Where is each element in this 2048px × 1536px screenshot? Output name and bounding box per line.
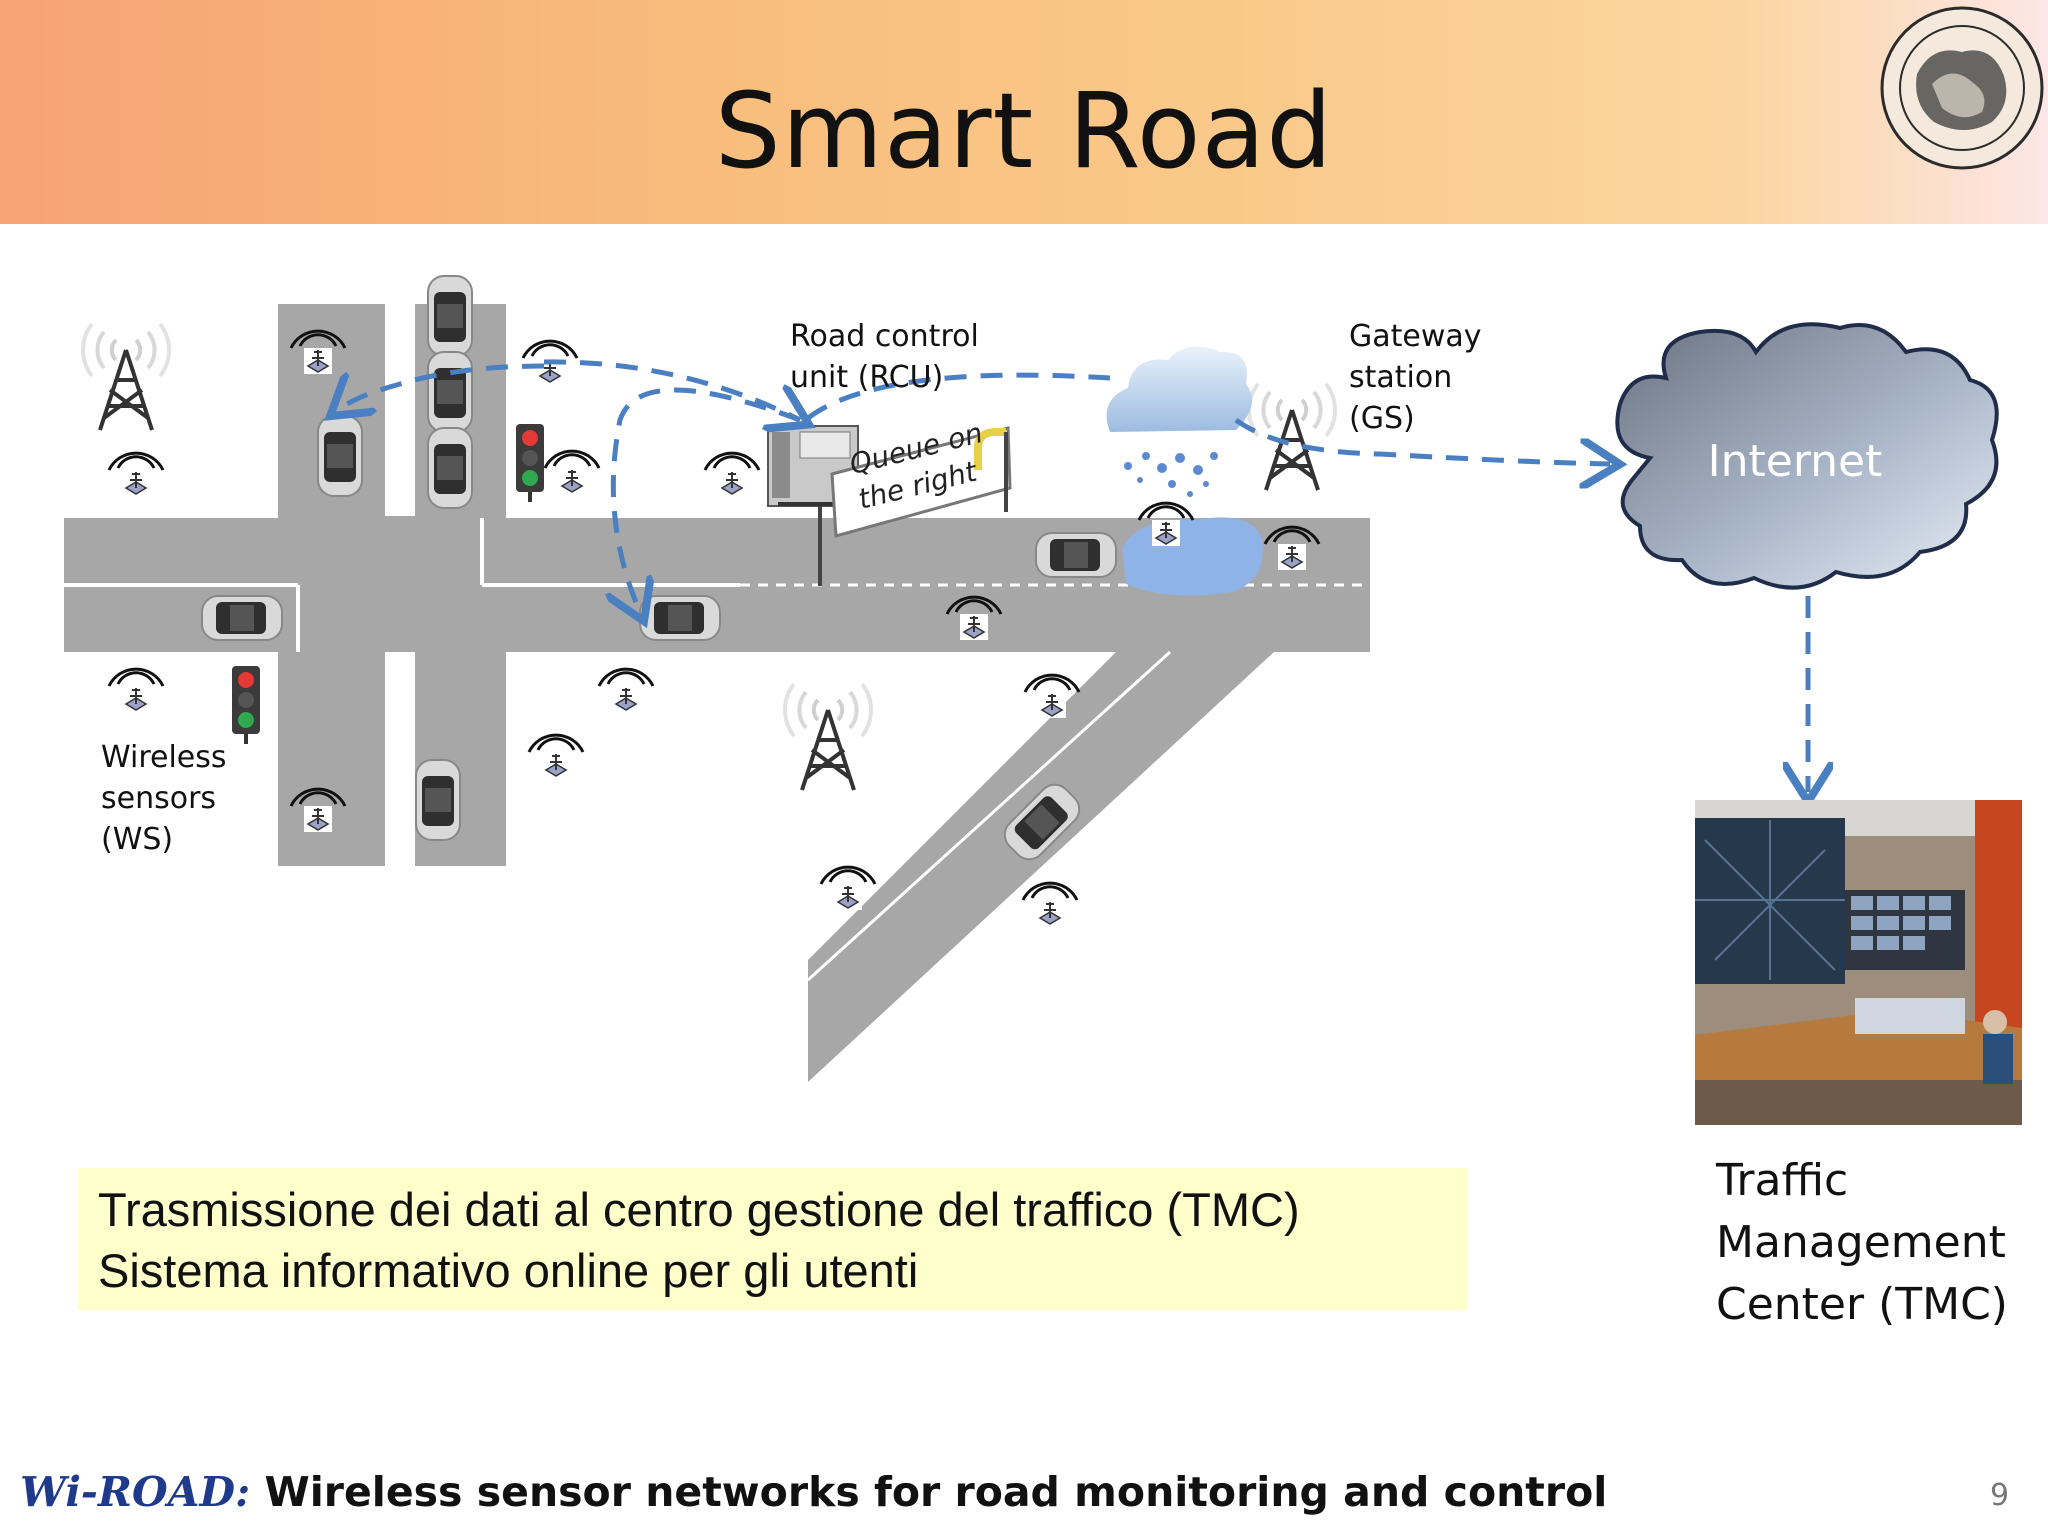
info-box: Trasmissione dei dati al centro gestione… [78,1168,1468,1310]
page-number: 9 [1990,1478,2010,1513]
info-line: Trasmissione dei dati al centro gestione… [98,1183,1300,1236]
tmc-label-line: Traffic [1716,1155,1849,1206]
slide-footer: Wi-ROAD: Wireless sensor networks for ro… [20,1468,1607,1516]
antenna-tower [1246,382,1338,492]
politecnico-logo [1880,6,2044,170]
tmc-label-line: Management [1716,1217,2006,1268]
footer-text: Wireless sensor networks for road monito… [250,1468,1608,1516]
slide-title: Smart Road [714,70,1334,192]
wireless-sensors-label: Wireless sensors (WS) [101,737,227,860]
traffic-light [514,422,546,504]
gateway-label-line: Gateway [1349,319,1482,354]
rcu-label-line: unit (RCU) [790,360,944,395]
antenna-tower [782,682,874,792]
road-network [64,275,1370,1082]
traffic-control-room-photo [1695,800,2022,1125]
traffic-light [230,664,262,746]
antenna-tower [80,322,172,432]
gateway-label-line: (GS) [1349,401,1415,436]
tmc-label-line: Center (TMC) [1716,1279,2008,1330]
ws-label-line: sensors [101,781,217,816]
tmc-label: Traffic Management Center (TMC) [1716,1150,2008,1336]
rain-cloud [1106,346,1253,497]
communication-links [338,359,1808,792]
internet-label: Internet [1707,436,1883,487]
ws-label-line: (WS) [101,822,174,857]
gateway-station-label: Gateway station (GS) [1349,316,1482,439]
internet-cloud [1615,322,1999,590]
gateway-label-line: station [1349,360,1453,395]
road-control-unit [767,425,1012,586]
slide-header [0,0,2048,224]
smart-road-diagram [64,275,1999,1082]
ws-label-line: Wireless [101,740,227,775]
info-line: Sistema informativo online per gli utent… [98,1244,919,1297]
rcu-label-line: Road control [790,319,979,354]
footer-brand: Wi-ROAD: [20,1468,251,1516]
rcu-label: Road control unit (RCU) [790,316,979,398]
